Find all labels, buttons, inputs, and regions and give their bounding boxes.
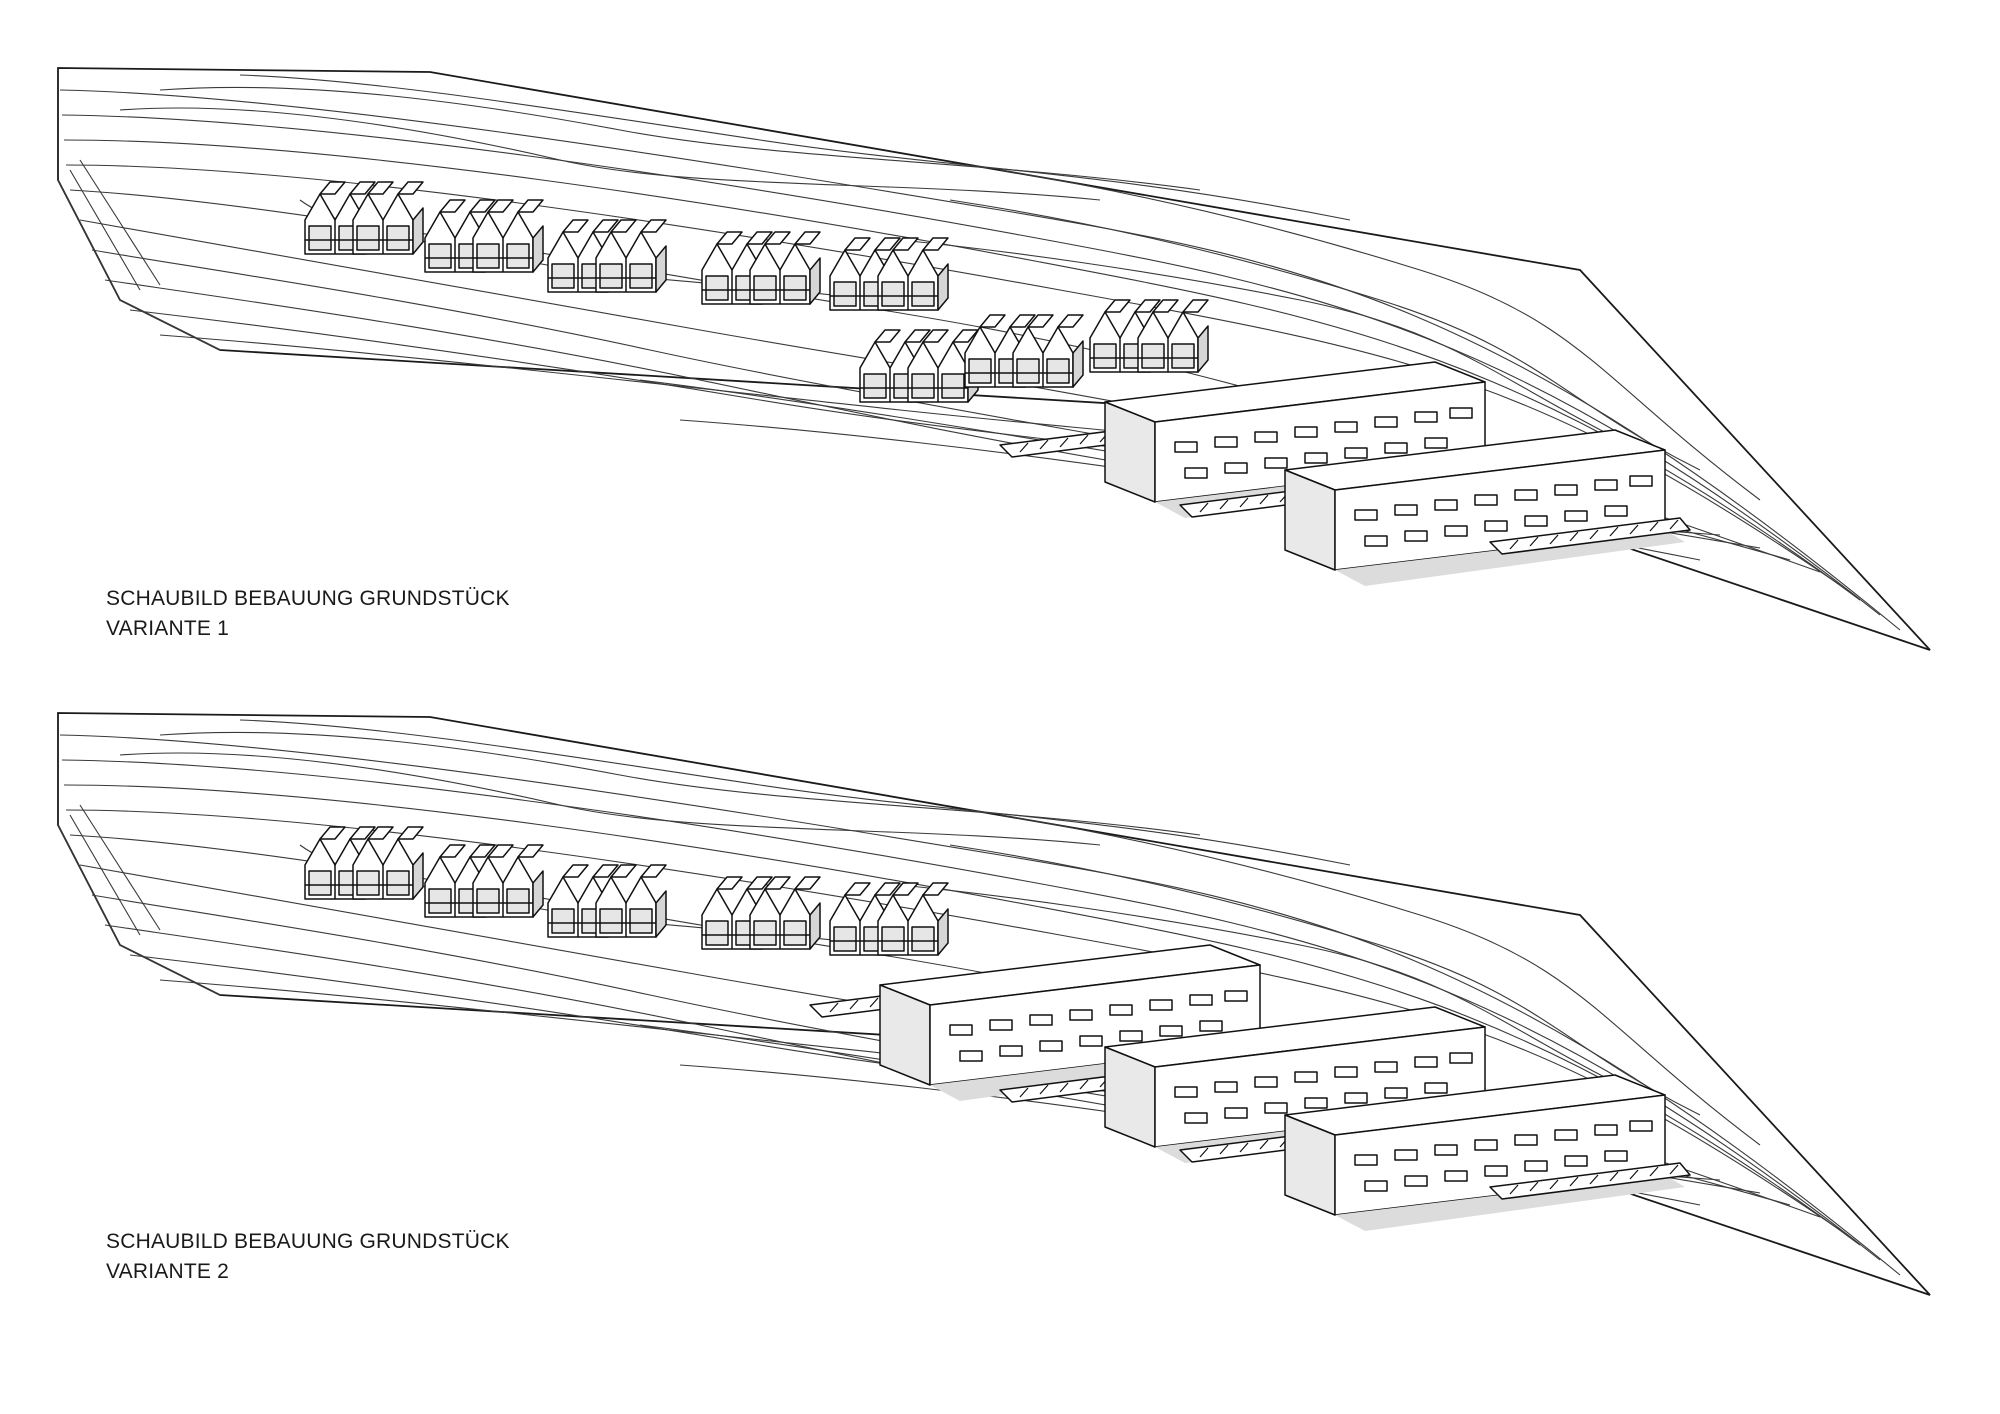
caption-variant-2: SCHAUBILD BEBAUUNG GRUNDSTÜCK VARIANTE 2 — [106, 1227, 510, 1287]
caption-variant-1: SCHAUBILD BEBAUUNG GRUNDSTÜCK VARIANTE 1 — [106, 584, 510, 644]
row-houses-upper — [305, 827, 948, 955]
apartment-blocks — [999, 361, 1691, 587]
site-view-variant-2 — [57, 712, 1931, 1296]
apartment-blocks — [809, 944, 1691, 1232]
row-houses-upper — [305, 182, 948, 310]
site-view-variant-1 — [57, 67, 1931, 651]
caption-variant: VARIANTE 1 — [106, 617, 229, 640]
caption-title: SCHAUBILD BEBAUUNG GRUNDSTÜCK — [106, 587, 510, 610]
caption-variant: VARIANTE 2 — [106, 1260, 229, 1283]
caption-title: SCHAUBILD BEBAUUNG GRUNDSTÜCK — [106, 1230, 510, 1253]
